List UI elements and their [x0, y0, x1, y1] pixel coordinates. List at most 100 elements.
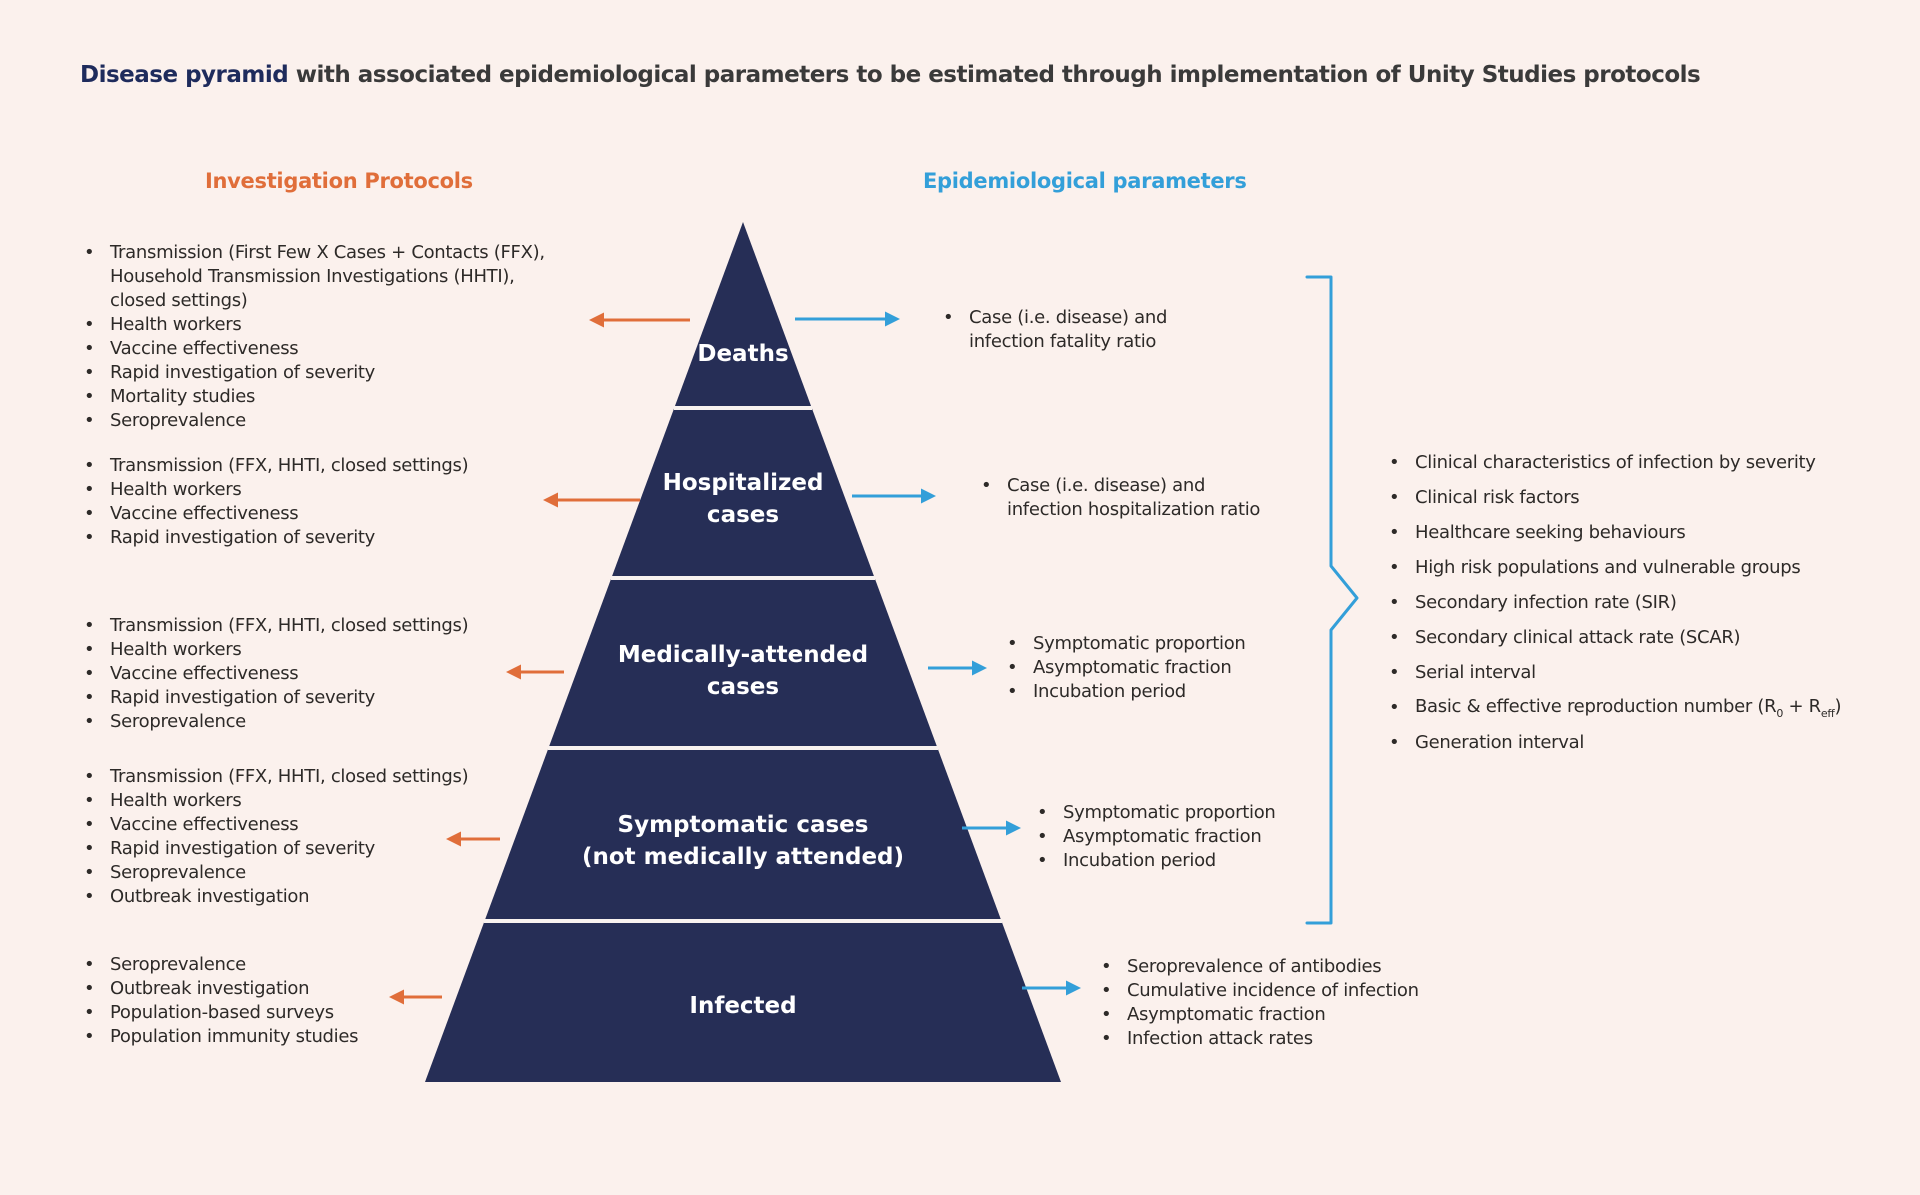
list-item: • Seroprevalence [82, 953, 358, 977]
list-item-text: Asymptomatic fraction [1033, 657, 1232, 678]
list-item: •Vaccine effectiveness [82, 337, 545, 361]
bullet-icon: • [1101, 980, 1112, 1001]
list-item: • Rapid investigation of severity [82, 526, 468, 550]
list-item-text: Cumulative incidence of infection [1127, 980, 1419, 1001]
pyramid-shape [425, 222, 1061, 1082]
list-item-text: Incubation period [1033, 681, 1186, 702]
list-item-text: Clinical characteristics of infection by… [1415, 451, 1816, 473]
list-item: • Population-based surveys [82, 1001, 358, 1025]
list-item-text: Rapid investigation of severity [110, 362, 376, 383]
list-item: • Rapid investigation of severity [82, 686, 468, 710]
pyramid-level-deaths: Deaths [697, 341, 789, 367]
list-item: • Asymptomatic fraction [1005, 656, 1246, 680]
list-item-text: Population immunity studies [110, 1026, 359, 1047]
bullet-icon: • [84, 455, 95, 476]
list-item: •Asymptomatic fraction [1099, 1003, 1419, 1027]
list-item-text: Secondary infection rate (SIR) [1415, 591, 1677, 613]
bullet-icon: • [1389, 731, 1400, 753]
bullet-icon: • [84, 242, 95, 263]
list-item: •Rapid investigation of severity [82, 837, 468, 861]
list-item: • Clinical characteristics of infection b… [1387, 445, 1841, 480]
bullet-icon: • [1389, 451, 1400, 473]
protocols-list-medically-attended: • Transmission (FFX, HHTI, closed setting… [82, 614, 469, 734]
list-item: •Clinical risk factors [1387, 480, 1841, 515]
list-item: • Health workers [82, 478, 468, 502]
list-item-text: Vaccine effectiveness [110, 503, 299, 524]
list-item: •Seroprevalence [82, 710, 468, 734]
investigation-protocols-header: Investigation Protocols [205, 169, 473, 193]
bullet-icon: • [84, 1026, 95, 1047]
pyramid-level-infected: Infected [689, 993, 797, 1019]
bullet-icon: • [84, 814, 95, 835]
list-item: • Basic & effective reproduction number (… [1387, 690, 1842, 725]
list-item: • Seroprevalence of antibodies [1099, 955, 1419, 979]
list-item-text: Seroprevalence [110, 711, 246, 732]
list-item-text: Symptomatic proportion [1063, 802, 1276, 823]
bullet-icon: • [84, 1002, 95, 1023]
bullet-icon: • [84, 838, 95, 859]
protocols-list-infected: •Seroprevalence•Outbreak investigation•P… [82, 953, 359, 1049]
list-item: •High risk populations and vulnerable gr… [1387, 550, 1841, 585]
list-item-text: Outbreak investigation [110, 886, 310, 907]
bullet-icon: • [1389, 521, 1400, 543]
list-item-text: Rapid investigation of severity [110, 527, 376, 548]
parameters-list-symptomatic: •Symptomatic proportion•Asymptomatic fra… [1035, 801, 1276, 873]
list-item-text: Population-based surveys [110, 1002, 334, 1023]
bullet-icon: • [1101, 956, 1112, 977]
bullet-icon: • [1389, 661, 1400, 683]
list-item-text: Vaccine effectiveness [110, 663, 299, 684]
list-item: • Incubation period [1005, 680, 1246, 704]
list-item-text: Secondary clinical attack rate (SCAR) [1415, 626, 1741, 648]
list-item: •Incubation period [1035, 849, 1276, 873]
bullet-icon: • [1037, 850, 1048, 871]
list-item-text: High risk populations and vulnerable gro… [1415, 556, 1801, 578]
list-item-text: Health workers [110, 314, 242, 335]
list-item: •Transmission (FFX, HHTI, closed setting… [82, 454, 469, 478]
list-item-text: Rapid investigation of severity [110, 687, 376, 708]
list-item-text: Seroprevalence [110, 410, 246, 431]
bullet-icon: • [84, 362, 95, 383]
list-item: • Seroprevalence [82, 409, 545, 433]
list-item-text: Basic & effective reproduction number (R… [1415, 695, 1842, 720]
protocols-list-deaths: •Transmission (First Few X Cases + Conta… [82, 241, 545, 433]
bullet-icon: • [84, 862, 95, 883]
bullet-icon: • [84, 886, 95, 907]
bullet-icon: • [1037, 802, 1048, 823]
list-item-text: Vaccine effectiveness [110, 338, 299, 359]
bullet-icon: • [84, 527, 95, 548]
bullet-icon: • [84, 503, 95, 524]
list-item-text: Health workers [110, 479, 242, 500]
list-item-text: Healthcare seeking behaviours [1415, 521, 1686, 543]
bullet-icon: • [84, 663, 95, 684]
list-item: •Mortality studies [82, 385, 545, 409]
bullet-icon: • [1007, 681, 1018, 702]
list-item-text: Seroprevalence [110, 862, 246, 883]
list-item-text: Seroprevalence [110, 954, 246, 975]
epidemiological-parameters-header: Epidemiological parameters [923, 169, 1247, 193]
list-item: • Population immunity studies [82, 1025, 359, 1049]
bullet-icon: • [1007, 633, 1018, 654]
bullet-icon: • [84, 479, 95, 500]
list-item: •Transmission (First Few X Cases + Conta… [82, 241, 545, 313]
bullet-icon: • [1389, 696, 1400, 718]
list-item-text: Asymptomatic fraction [1063, 826, 1262, 847]
bullet-icon: • [84, 639, 95, 660]
list-item-text: Transmission (FFX, HHTI, closed settings… [110, 615, 469, 636]
list-item-text: Infection attack rates [1127, 1028, 1313, 1049]
list-item: •Health workers [82, 789, 468, 813]
parameters-list-deaths: •Case (i.e. disease) and infection fatal… [941, 306, 1167, 354]
bullet-icon: • [84, 954, 95, 975]
parameters-list-infected: • Seroprevalence of antibodies • Cumulative… [1099, 955, 1419, 1051]
bullet-icon: • [84, 687, 95, 708]
bullet-icon: • [1007, 657, 1018, 678]
bullet-icon: • [84, 314, 95, 335]
list-item: •Serial interval [1387, 655, 1841, 690]
list-item-text: Case (i.e. disease) and infection hospit… [1007, 475, 1261, 520]
list-item-text: Seroprevalence of antibodies [1127, 956, 1382, 977]
pyramid-level-symptomatic: Symptomatic cases (not medically attende… [581, 812, 905, 870]
list-item: •Asymptomatic fraction [1035, 825, 1276, 849]
pyramid-level-hospitalized: Hospitalized cases [662, 470, 824, 528]
bullet-icon: • [1389, 591, 1400, 613]
bullet-icon: • [84, 410, 95, 431]
